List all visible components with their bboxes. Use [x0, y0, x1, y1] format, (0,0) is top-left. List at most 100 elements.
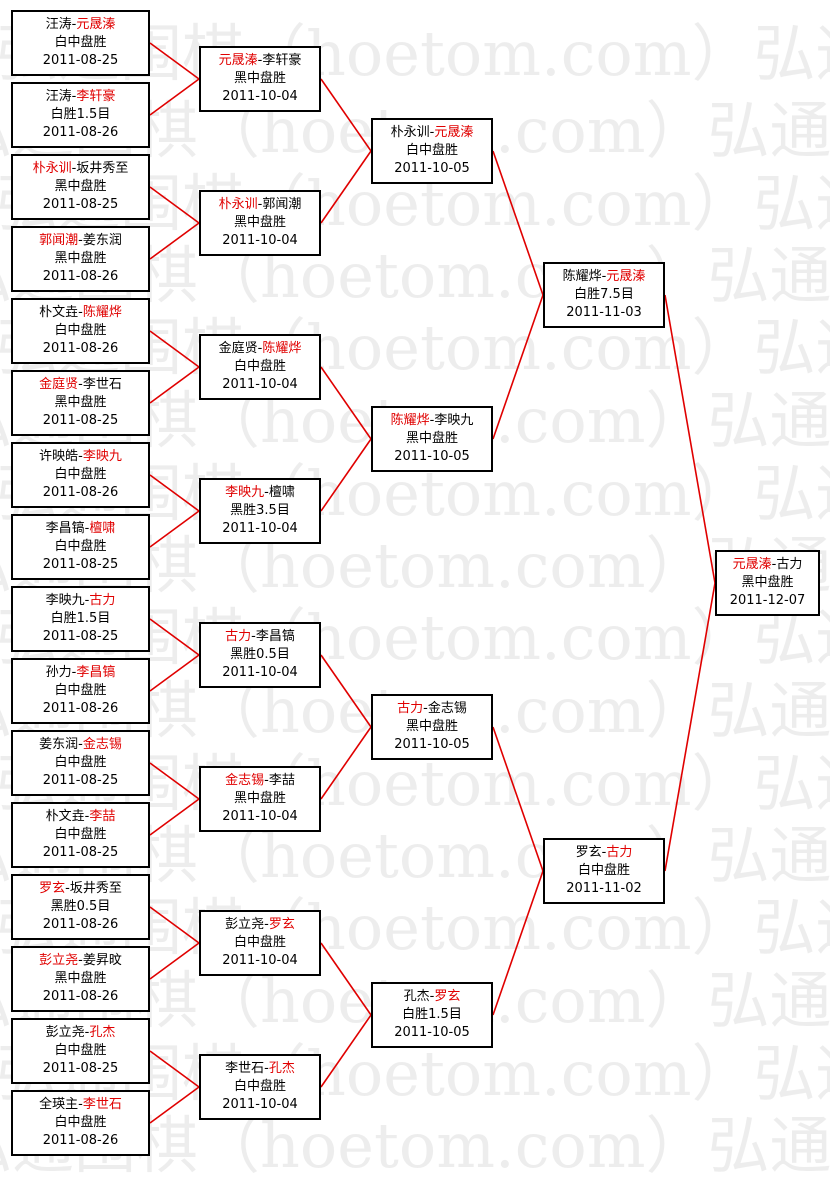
player-white: 郭闻潮: [262, 197, 302, 212]
match-result: 白中盘胜: [54, 827, 107, 842]
bracket-connector-line: [664, 294, 716, 584]
player-separator: -: [429, 413, 435, 428]
bracket-connector-line: [320, 78, 372, 152]
match-result: 黑中盘胜: [54, 251, 107, 266]
bracket-connector-line: [149, 798, 200, 836]
match-date: 2011-08-26: [42, 917, 119, 932]
bracket-connector-line: [320, 726, 372, 800]
match-result: 白中盘胜: [233, 1079, 286, 1094]
player-white: 李喆: [89, 809, 116, 824]
player-white: 孔杰: [89, 1025, 116, 1040]
match-date: 2011-08-25: [42, 53, 119, 68]
match-result: 黑中盘胜: [54, 971, 107, 986]
match-date: 2011-12-07: [729, 593, 806, 608]
match-result: 黑胜0.5目: [230, 647, 290, 662]
player-black: 金庭贤: [218, 341, 258, 356]
player-black: 李映九: [225, 485, 265, 500]
bracket-connector-line: [149, 330, 200, 368]
bracket-connector-line: [149, 186, 200, 224]
player-separator: -: [264, 773, 269, 788]
player-separator: -: [264, 1061, 269, 1076]
match-players: 朴文垚-陈耀烨: [39, 304, 122, 322]
player-separator: -: [78, 377, 83, 392]
match-players: 全瑛主-李世石: [39, 1096, 122, 1114]
match-players: 元晟溱-李轩豪: [219, 52, 302, 70]
match-date: 2011-08-25: [42, 557, 119, 572]
player-white: 李喆: [268, 773, 295, 788]
player-black: 金庭贤: [39, 377, 79, 392]
player-white: 金志锡: [427, 701, 467, 716]
bracket-connector-line: [149, 762, 200, 800]
player-white: 古力: [89, 593, 116, 608]
player-black: 罗玄: [39, 881, 66, 896]
player-separator: -: [429, 125, 435, 140]
player-separator: -: [78, 305, 83, 320]
player-black: 朴文垚: [45, 809, 85, 824]
player-separator: -: [78, 233, 83, 248]
match-result: 黑中盘胜: [405, 719, 458, 734]
match-date: 2011-11-03: [566, 305, 642, 320]
player-white: 古力: [776, 557, 803, 572]
player-black: 朴文垚: [39, 305, 79, 320]
match-date: 2011-10-04: [222, 809, 298, 824]
bracket-connector-line: [149, 906, 200, 944]
match-players: 郭闻潮-姜东润: [39, 232, 122, 250]
match-date: 2011-08-25: [42, 629, 119, 644]
player-black: 许映皓: [39, 449, 79, 464]
match-players: 罗玄-古力: [576, 844, 633, 862]
player-white: 罗玄: [434, 989, 461, 1004]
match-result: 黑中盘胜: [233, 71, 286, 86]
match-result: 白中盘胜: [577, 863, 630, 878]
match-result: 黑中盘胜: [54, 179, 107, 194]
match-date: 2011-08-25: [42, 1061, 119, 1076]
player-separator: -: [771, 557, 777, 572]
player-white: 元晟溱: [76, 17, 116, 32]
player-black: 古力: [225, 629, 252, 644]
match-result: 白胜1.5目: [402, 1007, 462, 1022]
player-black: 罗玄: [575, 845, 602, 860]
match-result: 白中盘胜: [405, 143, 458, 158]
player-black: 李昌镐: [45, 521, 85, 536]
match-players: 古力-金志锡: [397, 700, 467, 718]
player-separator: -: [71, 665, 77, 680]
player-black: 陈耀烨: [390, 413, 430, 428]
player-separator: -: [65, 881, 70, 896]
bracket-connector-line: [320, 654, 372, 728]
player-black: 元晟溱: [732, 557, 772, 572]
player-white: 李轩豪: [262, 53, 302, 68]
match-date: 2011-08-26: [42, 341, 119, 356]
bracket-connector-line: [149, 42, 200, 80]
match-players: 汪涛-元晟溱: [46, 16, 116, 34]
match-players: 朴永训-坂井秀至: [33, 160, 129, 178]
player-black: 朴永训: [390, 125, 430, 140]
player-separator: -: [71, 89, 77, 104]
player-black: 姜东润: [39, 737, 79, 752]
player-separator: -: [264, 917, 269, 932]
bracket-connector-line: [149, 1086, 200, 1124]
player-white: 李轩豪: [76, 89, 116, 104]
player-black: 李映九: [45, 593, 85, 608]
player-white: 李昌镐: [255, 629, 295, 644]
match-result: 白中盘胜: [233, 935, 286, 950]
player-black: 彭立尧: [225, 917, 265, 932]
match-result: 黑中盘胜: [233, 215, 286, 230]
match-result: 白中盘胜: [54, 755, 107, 770]
bracket-connector-line: [149, 1050, 200, 1088]
player-separator: -: [84, 521, 90, 536]
player-separator: -: [71, 17, 77, 32]
match-result: 黑胜0.5目: [50, 899, 111, 914]
match-players: 汪涛-李轩豪: [46, 88, 116, 106]
player-white: 姜东润: [82, 233, 122, 248]
player-separator: -: [257, 197, 263, 212]
player-black: 汪涛: [45, 89, 72, 104]
player-separator: -: [84, 809, 90, 824]
